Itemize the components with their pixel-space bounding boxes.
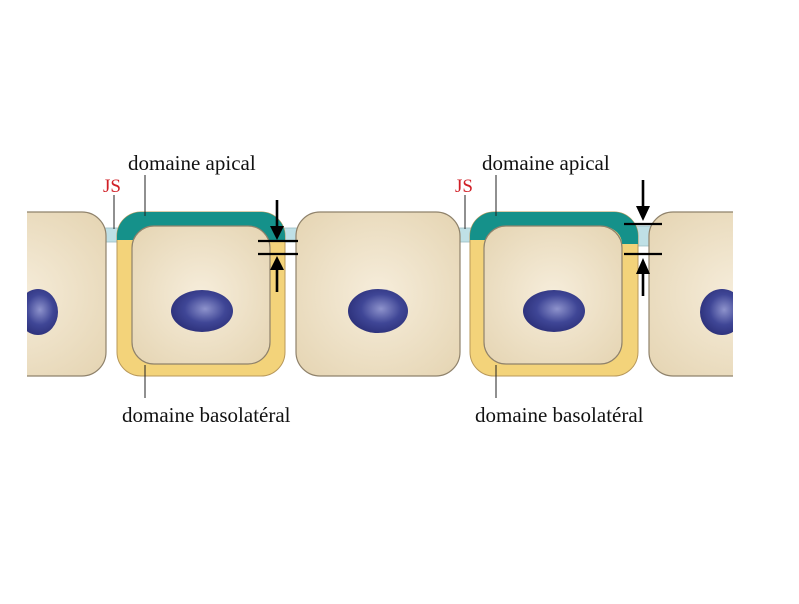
junction-label-2: JS [455,176,473,197]
cell-plain-left [27,211,107,377]
apical-label-1: domaine apical [128,151,256,175]
apical-membrane-2 [470,212,638,244]
nucleus-middle [348,289,408,333]
nucleus-2 [523,290,585,332]
cell-plain-middle [295,211,461,377]
cell-polarized-1 [116,211,286,377]
apical-label-2: domaine apical [482,151,610,175]
nucleus-1 [171,290,233,332]
cell-plain-right [648,211,733,377]
basolateral-label-1: domaine basolatéral [122,403,291,427]
cell-polarized-2 [469,211,639,377]
thickness-indicator-2 [624,180,662,296]
leader-lines [113,175,497,398]
thickness-indicator-1 [258,200,298,292]
basolateral-label-2: domaine basolatéral [475,403,644,427]
junction-label-1: JS [103,176,121,197]
